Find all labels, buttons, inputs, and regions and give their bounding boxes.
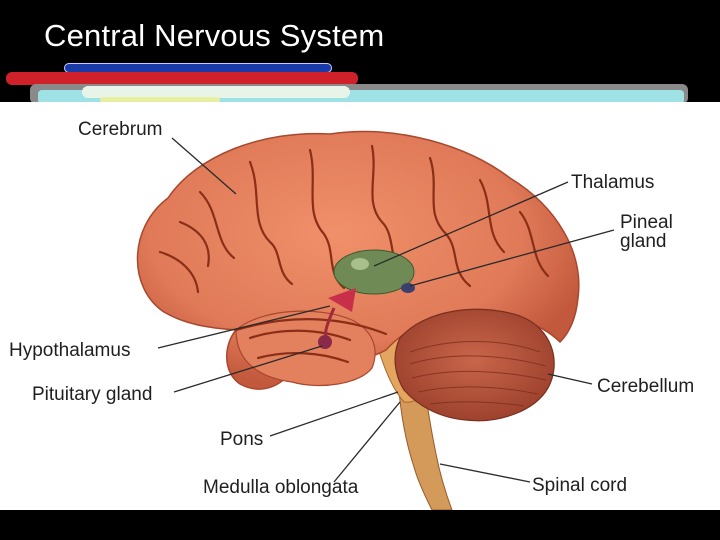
cerebrum-sulci	[158, 144, 550, 364]
label-thalamus: Thalamus	[571, 172, 654, 193]
label-hypothalamus: Hypothalamus	[9, 340, 130, 361]
cerebellum-folds	[409, 341, 547, 407]
label-medulla: Medulla oblongata	[203, 477, 359, 498]
decorative-bar-yellow	[100, 97, 220, 103]
spinal-cord-shape	[397, 379, 453, 510]
label-cerebrum: Cerebrum	[78, 119, 162, 140]
label-pituitary: Pituitary gland	[32, 384, 152, 405]
label-spinal-cord: Spinal cord	[532, 475, 627, 496]
pineal-shape	[401, 283, 415, 293]
decorative-bar-light	[82, 86, 350, 98]
slide-title: Central Nervous System	[44, 18, 385, 53]
brain-diagram: Cerebrum Thalamus Pineal gland Hypothala…	[0, 102, 720, 510]
label-pineal-line2: gland	[620, 231, 667, 252]
decorative-bar-red	[6, 72, 358, 85]
label-pons: Pons	[220, 429, 263, 450]
decorative-bar-blue	[64, 63, 332, 73]
label-cerebellum: Cerebellum	[597, 376, 694, 397]
cerebellum-shape	[394, 308, 555, 422]
brain-illustration: Cerebrum Thalamus Pineal gland Hypothala…	[9, 119, 694, 510]
leader-lines	[157, 137, 615, 483]
thalamus-highlight	[351, 258, 369, 270]
temporal-lobe-shape	[235, 310, 376, 387]
label-pineal-line1: Pineal	[620, 212, 673, 233]
hypothalamus-shape	[328, 288, 356, 312]
